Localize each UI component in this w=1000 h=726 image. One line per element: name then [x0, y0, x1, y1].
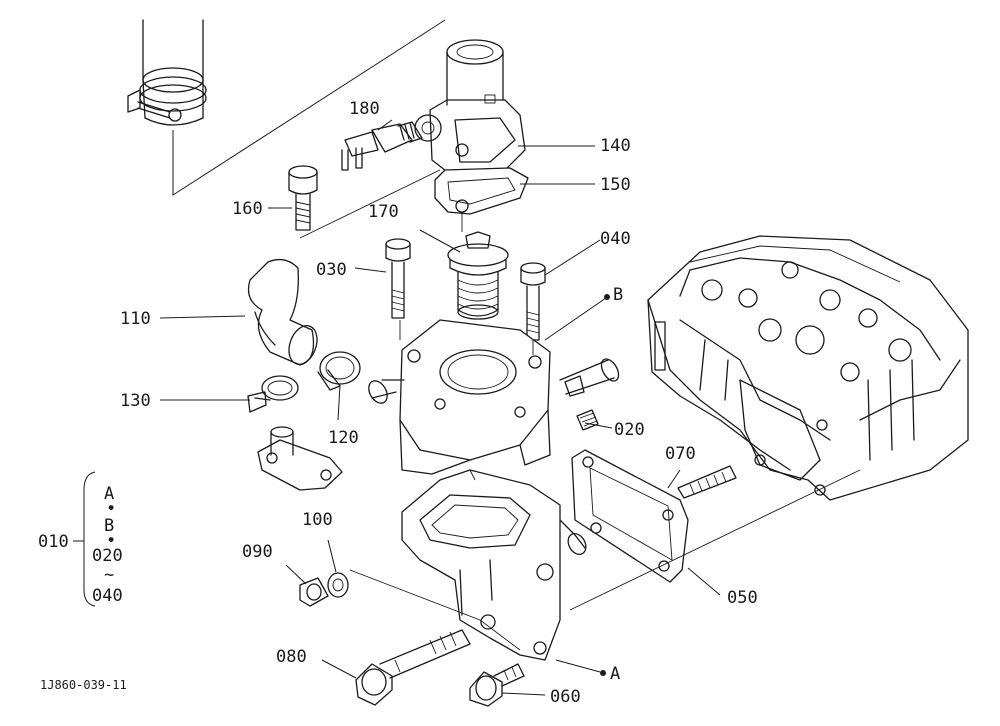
assembly-legend: 010 A • B • 020 ~ 040 — [38, 471, 123, 607]
cylinder-head-drawing — [647, 235, 969, 501]
thermostat-drawing — [447, 231, 509, 320]
water-pump-body-drawing — [401, 469, 587, 661]
label-050: 050 — [727, 588, 758, 608]
gasket-050-drawing — [571, 449, 689, 583]
pipe-clamp-drawing — [127, 19, 446, 196]
assembly-item-dot1: • — [106, 499, 116, 519]
label-070: 070 — [665, 444, 696, 464]
label-170: 170 — [368, 202, 399, 222]
bolt-160-drawing — [288, 165, 318, 231]
label-030: 030 — [316, 260, 347, 280]
pipe-flange-drawing — [257, 426, 343, 491]
assembly-item-dot2: • — [106, 531, 116, 551]
assembly-item-tilde: ~ — [104, 565, 114, 585]
gasket-150-drawing — [434, 167, 529, 215]
label-110: 110 — [120, 309, 151, 329]
ref-a-dot — [600, 670, 606, 676]
part-labels: 180 140 150 160 170 040 030 110 130 120 … — [120, 99, 758, 707]
label-180: 180 — [349, 99, 380, 119]
leader-lines — [159, 119, 861, 696]
label-140: 140 — [600, 136, 631, 156]
assembly-item-020: 020 — [92, 546, 123, 566]
label-040: 040 — [600, 229, 631, 249]
thermostat-housing-drawing — [368, 319, 620, 475]
clamp-130-drawing — [247, 375, 299, 413]
label-100: 100 — [302, 510, 333, 530]
label-120: 120 — [328, 428, 359, 448]
plug-020-drawing — [576, 409, 599, 431]
label-ref-b: B — [613, 285, 623, 305]
label-060: 060 — [550, 687, 581, 707]
hose-110-drawing — [247, 258, 318, 366]
assembly-item-b: B — [104, 516, 114, 536]
label-160: 160 — [232, 199, 263, 219]
thermostat-cover-drawing — [414, 39, 526, 179]
bolt-040-drawing — [520, 262, 546, 341]
label-090: 090 — [242, 542, 273, 562]
bolt-030-drawing — [385, 238, 411, 319]
ref-b-dot — [604, 294, 610, 300]
assembly-item-a: A — [104, 484, 114, 504]
assembly-label: 010 — [38, 532, 69, 552]
label-130: 130 — [120, 391, 151, 411]
stud-070-drawing — [677, 465, 737, 499]
drawing-id: 1J860-039-11 — [40, 678, 127, 692]
label-080: 080 — [276, 647, 307, 667]
bolt-060-drawing — [469, 663, 525, 707]
washer-100-drawing — [327, 572, 349, 598]
clamp-120-drawing — [317, 351, 361, 391]
nut-090-drawing — [299, 577, 329, 607]
bolt-080-drawing — [355, 629, 471, 706]
label-020: 020 — [614, 420, 645, 440]
assembly-item-040: 040 — [92, 586, 123, 606]
label-ref-a: A — [610, 664, 620, 684]
temperature-switch-drawing — [341, 121, 423, 171]
label-150: 150 — [600, 175, 631, 195]
